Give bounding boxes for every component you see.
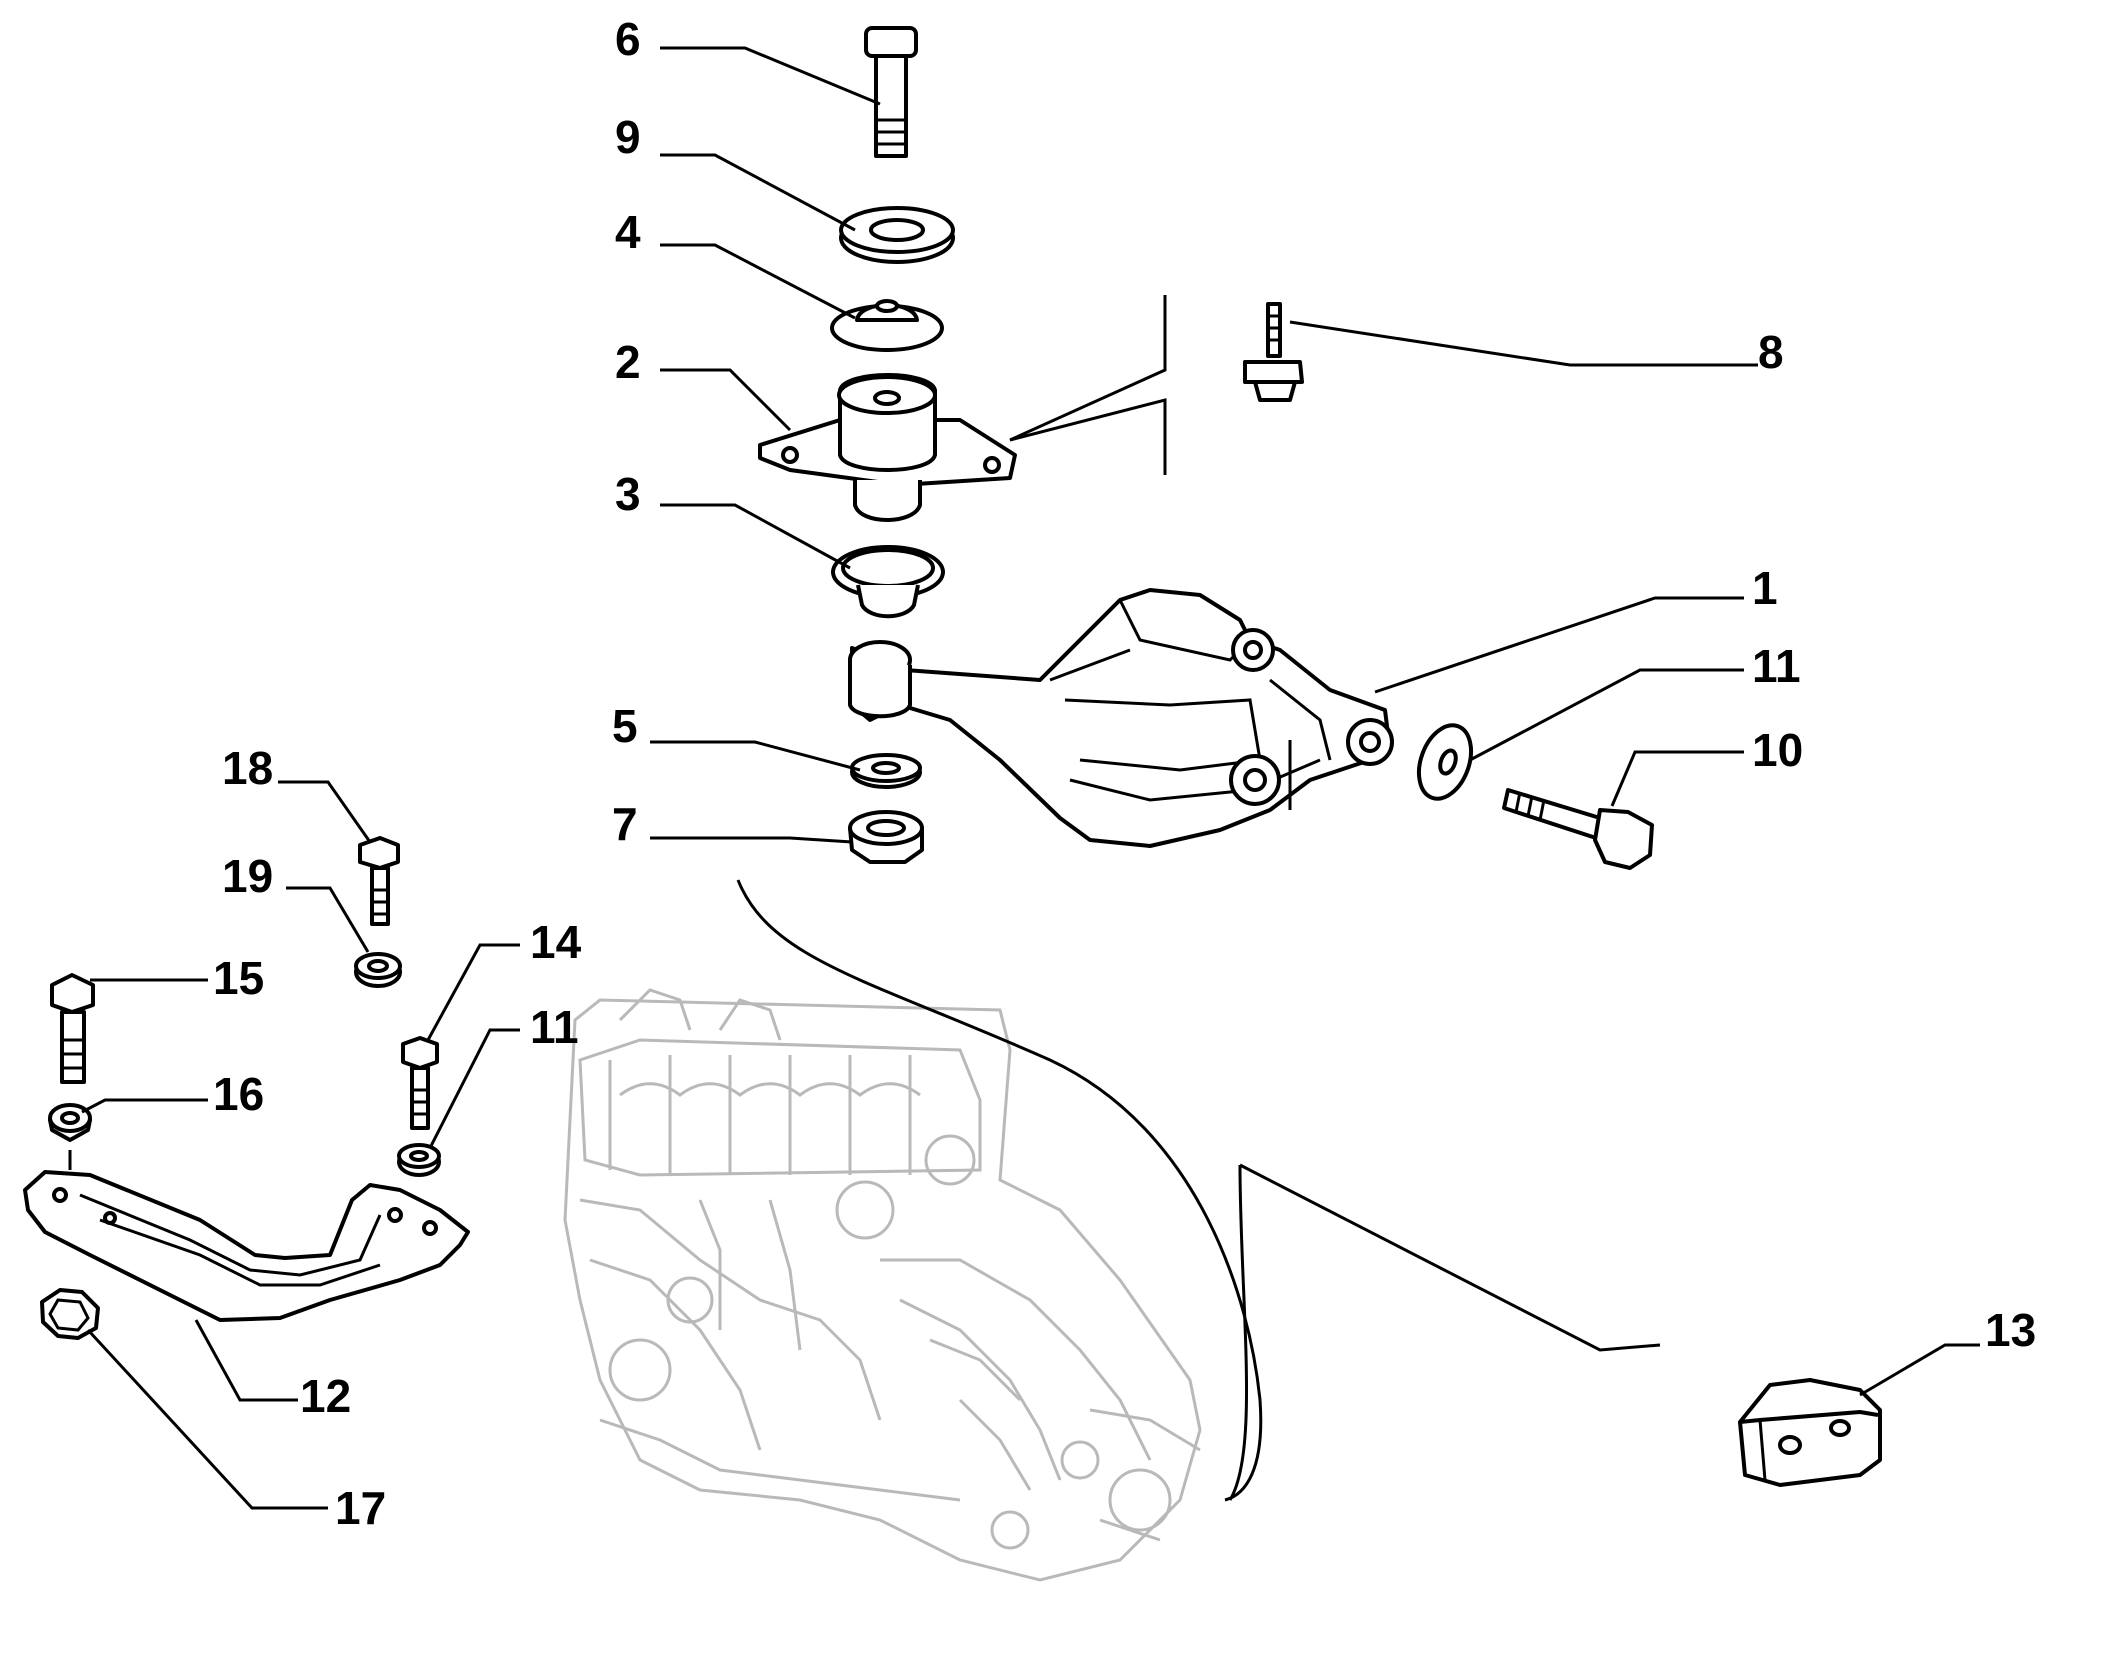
leader-lines: [81, 46, 1980, 1510]
callout-8: 8: [1758, 326, 1784, 378]
callout-5: 5: [612, 700, 638, 752]
rubber-mount-part-2: [758, 373, 1017, 522]
callout-11-right: 11: [1752, 640, 1801, 692]
callout-12: 12: [300, 1370, 351, 1422]
callout-3: 3: [615, 468, 641, 520]
engine-bracket-part-1: [848, 588, 1394, 848]
cup-part-3: [831, 545, 945, 619]
callout-1: 1: [1752, 562, 1778, 614]
bolt-part-10: [1502, 788, 1654, 870]
nut-part-17: [40, 1288, 100, 1340]
bolt-part-14: [401, 1036, 439, 1130]
callout-2: 2: [615, 336, 641, 388]
engine-assembly-illustration: [563, 988, 1202, 1582]
bracket-guide-line: [1239, 1163, 1661, 1352]
callout-4: 4: [615, 206, 641, 258]
callout-18: 18: [222, 742, 273, 794]
assembly-guide-line: [1228, 1164, 1249, 1501]
bolt-part-15: [50, 973, 95, 1084]
stud-bolt-part-8: [1243, 302, 1304, 402]
mounting-plate-part-13: [1738, 1378, 1882, 1487]
washer-part-9: [839, 206, 955, 264]
washer-part-11-left: [397, 1143, 441, 1177]
washer-part-5: [850, 753, 922, 789]
bolt-part-18: [358, 836, 400, 926]
callout-7: 7: [612, 798, 638, 850]
nut-part-7: [848, 810, 924, 864]
cup-washer-part-4: [830, 299, 944, 352]
bolt-part-6: [864, 26, 918, 158]
callout-15: 15: [213, 952, 264, 1004]
support-bracket-part-12: [23, 1150, 470, 1322]
callout-10: 10: [1752, 724, 1803, 776]
callout-6: 6: [615, 13, 641, 65]
callout-9: 9: [615, 111, 641, 163]
callout-14: 14: [530, 916, 582, 968]
callout-13: 13: [1985, 1304, 2036, 1356]
nut-part-16: [48, 1103, 92, 1142]
callout-11-left: 11: [530, 1001, 579, 1053]
washer-part-19: [354, 952, 402, 988]
callout-19: 19: [222, 850, 273, 902]
callout-17: 17: [335, 1482, 386, 1534]
washer-part-11: [1416, 723, 1474, 801]
assembly-guide-curve: [736, 879, 1263, 1502]
callout-16: 16: [213, 1068, 264, 1120]
callout-labels: 6 9 4 2 3 8 1 11 10 5 7 18 19 15 14 11 1…: [213, 13, 2036, 1534]
